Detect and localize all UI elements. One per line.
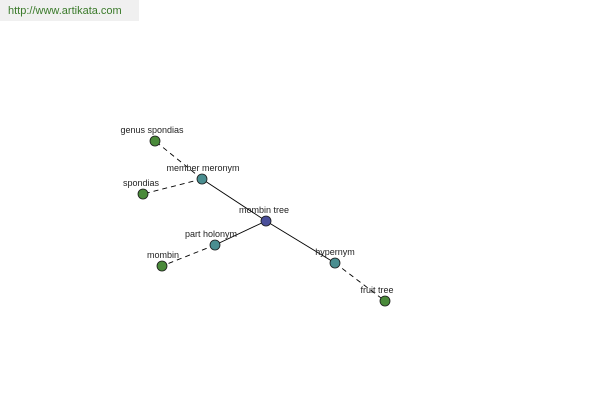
node-label-part-holonym[interactable]: part holonym [185,229,237,239]
node-label-mombin[interactable]: mombin [147,250,179,260]
node-label-fruit-tree[interactable]: fruit tree [360,285,393,295]
graph-labels: mombin tree member meronym genus spondias s… [120,125,393,295]
edge-mombin-tree-part-holonym [214,220,267,246]
edge-hypernym-fruit-tree [334,262,386,302]
node-spondias[interactable] [137,188,149,200]
node-fruit-tree[interactable] [379,295,391,307]
node-part-holonym[interactable] [209,239,221,251]
edge-member-meronym-spondias [142,178,203,195]
node-mombin[interactable] [156,260,168,272]
node-hypernym[interactable] [329,257,341,269]
node-label-hypernym[interactable]: hypernym [315,247,355,257]
node-label-genus-spondias[interactable]: genus spondias [120,125,184,135]
edge-mombin-tree-hypernym [265,220,336,264]
edge-part-holonym-mombin [161,244,216,267]
node-mombin-tree[interactable] [260,215,272,227]
node-label-spondias[interactable]: spondias [123,178,160,188]
edge-member-meronym-genus-spondias [154,140,203,180]
node-label-member-meronym[interactable]: member meronym [166,163,239,173]
graph-edges [142,140,386,302]
edge-mombin-tree-member-meronym [201,178,267,222]
site-url-link[interactable]: http://www.artikata.com [0,0,139,21]
node-genus-spondias[interactable] [149,135,161,147]
node-label-mombin-tree[interactable]: mombin tree [239,205,289,215]
graph-nodes [137,135,391,307]
node-member-meronym[interactable] [196,173,208,185]
